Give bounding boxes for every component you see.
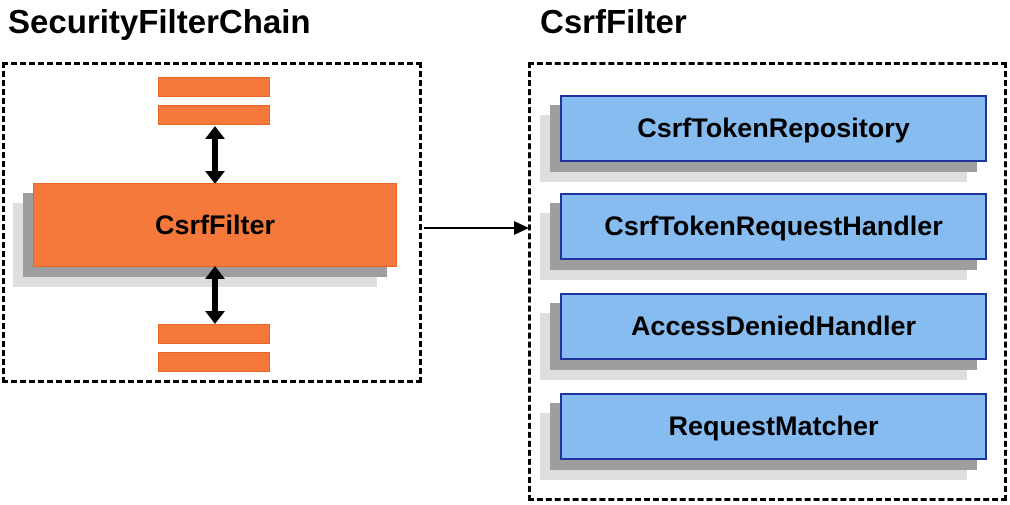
securityfilterchain-title: SecurityFilterChain	[8, 3, 311, 40]
component-box-accessdeniedhandler: AccessDeniedHandler	[560, 293, 987, 360]
csrffilter-box-label: CsrfFilter	[154, 209, 276, 240]
filter-chain-bar	[158, 324, 270, 344]
component-label: CsrfTokenRequestHandler	[604, 211, 943, 241]
filter-chain-bar	[158, 105, 270, 125]
csrffilter-box: CsrfFilter	[33, 183, 397, 267]
double-arrow-icon	[205, 126, 225, 184]
securityfilterchain-container	[2, 62, 422, 383]
component-label: CsrfTokenRepository	[637, 113, 910, 143]
component-label: AccessDeniedHandler	[630, 311, 917, 341]
component-box-requestmatcher: RequestMatcher	[560, 393, 987, 460]
component-label: RequestMatcher	[668, 411, 879, 441]
csrffilter-panel-title: CsrfFilter	[540, 3, 687, 40]
filter-chain-bar	[158, 352, 270, 372]
component-box-csrftokenrequesthandler: CsrfTokenRequestHandler	[560, 193, 987, 260]
filter-chain-bar	[158, 77, 270, 97]
double-arrow-icon	[205, 266, 225, 324]
csrffilter-container	[528, 62, 1007, 501]
arrow-right-icon	[424, 221, 529, 235]
component-box-csrftokenrepository: CsrfTokenRepository	[560, 95, 987, 162]
